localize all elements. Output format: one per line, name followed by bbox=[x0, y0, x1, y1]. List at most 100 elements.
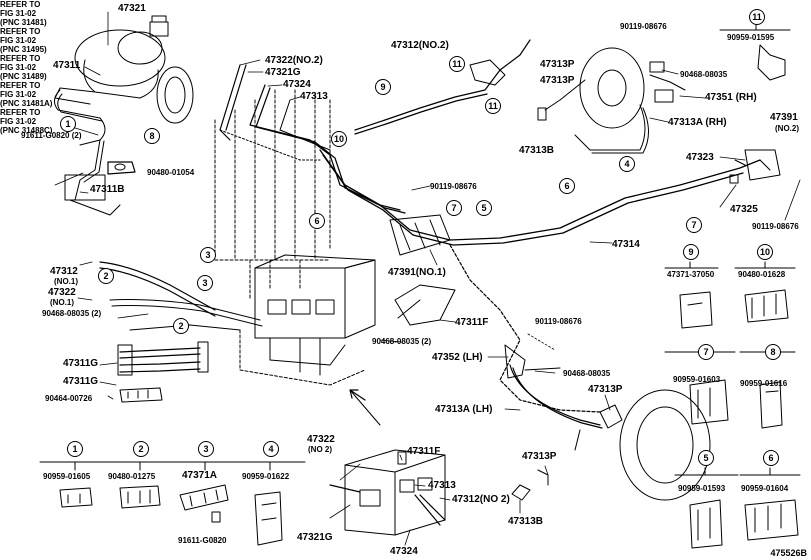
refer-31495-line1[interactable]: REFER TO bbox=[0, 27, 41, 36]
part-90959-01616[interactable]: 90959-01616 bbox=[740, 379, 788, 388]
part-47313p-a[interactable]: 47313P bbox=[540, 59, 575, 70]
part-90959-01593[interactable]: 90959-01593 bbox=[678, 484, 726, 493]
part-47322-b[interactable]: 47322 bbox=[307, 434, 335, 445]
callout-2c: 2 bbox=[133, 441, 149, 457]
callout-3a: 3 bbox=[200, 247, 216, 263]
part-90959-01604[interactable]: 90959-01604 bbox=[741, 484, 789, 493]
part-47311f-a[interactable]: 47311F bbox=[455, 317, 489, 328]
part-90468-08035-b[interactable]: 90468-08035 bbox=[563, 369, 611, 378]
part-90468-08035-a[interactable]: 90468-08035 bbox=[680, 70, 728, 79]
part-47311b[interactable]: 47311B bbox=[90, 184, 125, 195]
part-47322-no2[interactable]: 47322(NO.2) bbox=[265, 55, 323, 66]
part-47313a-lh[interactable]: 47313A (LH) bbox=[435, 404, 493, 415]
part-47324[interactable]: 47324 bbox=[283, 79, 311, 90]
part-47314[interactable]: 47314 bbox=[612, 239, 640, 250]
part-47313-b[interactable]: 47313 bbox=[428, 480, 456, 491]
part-47321g[interactable]: 47321G bbox=[265, 67, 301, 78]
callout-9a: 9 bbox=[375, 79, 391, 95]
refer-31481-line1[interactable]: REFER TO bbox=[0, 0, 41, 9]
part-47312-no1[interactable]: 47312 bbox=[50, 266, 78, 277]
part-47325[interactable]: 47325 bbox=[730, 204, 758, 215]
part-47311[interactable]: 47311 bbox=[53, 60, 81, 71]
part-47311g-b[interactable]: 47311G bbox=[63, 376, 99, 387]
part-47311g-a[interactable]: 47311G bbox=[63, 358, 99, 369]
part-90468-08035-2b[interactable]: 90468-08035 (2) bbox=[372, 337, 432, 346]
callout-10a: 10 bbox=[331, 131, 347, 147]
part-47313p-d[interactable]: 47313P bbox=[522, 451, 557, 462]
refer-31481-line2[interactable]: FIG 31-02 bbox=[0, 9, 37, 18]
callout-4b: 4 bbox=[263, 441, 279, 457]
part-47313a-rh[interactable]: 47313A (RH) bbox=[668, 117, 727, 128]
part-90959-01595[interactable]: 90959-01595 bbox=[727, 33, 775, 42]
part-47313b-a[interactable]: 47313B bbox=[519, 145, 555, 156]
part-47311f-b[interactable]: 47311F bbox=[407, 446, 441, 457]
callout-3b: 3 bbox=[197, 275, 213, 291]
callout-11c: 11 bbox=[749, 9, 765, 25]
part-90959-01622[interactable]: 90959-01622 bbox=[242, 472, 290, 481]
part-47391-no1[interactable]: 47391(NO.1) bbox=[388, 267, 446, 278]
part-47391-no2[interactable]: 47391 bbox=[770, 112, 798, 123]
callout-7c: 7 bbox=[698, 344, 714, 360]
refer-31488c-line3[interactable]: (PNC 31488C) bbox=[0, 126, 53, 135]
part-47371a[interactable]: 47371A bbox=[182, 470, 218, 481]
refer-31481a-line1[interactable]: REFER TO bbox=[0, 81, 41, 90]
part-47351-rh[interactable]: 47351 (RH) bbox=[705, 92, 757, 103]
callout-6a: 6 bbox=[309, 213, 325, 229]
part-47323[interactable]: 47323 bbox=[686, 152, 714, 163]
refer-31489-line3[interactable]: (PNC 31489) bbox=[0, 72, 47, 81]
part-90119-08676-c[interactable]: 90119-08676 bbox=[430, 182, 477, 191]
refer-31481-line3[interactable]: (PNC 31481) bbox=[0, 18, 47, 27]
callout-3c: 3 bbox=[198, 441, 214, 457]
callout-6c: 6 bbox=[763, 450, 779, 466]
abs-actuator-drawing bbox=[239, 254, 376, 386]
callout-7a: 7 bbox=[446, 200, 462, 216]
callout-6b: 6 bbox=[559, 178, 575, 194]
figure-id: 475526B bbox=[770, 548, 807, 558]
callout-8: 8 bbox=[144, 128, 160, 144]
part-91611-g0820[interactable]: 91611-G0820 bbox=[178, 536, 227, 545]
callout-11a: 11 bbox=[449, 56, 465, 72]
refer-31495-line2[interactable]: FIG 31-02 bbox=[0, 36, 37, 45]
part-90119-08676-d[interactable]: 90119-08676 bbox=[535, 317, 582, 326]
refer-31489-line2[interactable]: FIG 31-02 bbox=[0, 63, 37, 72]
part-47352-lh[interactable]: 47352 (LH) bbox=[432, 352, 483, 363]
part-47324-b[interactable]: 47324 bbox=[390, 546, 418, 557]
part-90464-00726[interactable]: 90464-00726 bbox=[45, 394, 93, 403]
part-47322-no1-sub: (NO.1) bbox=[50, 298, 74, 307]
callout-1b: 1 bbox=[67, 441, 83, 457]
part-47322-b-sub: (NO 2) bbox=[308, 445, 332, 454]
part-90480-01054[interactable]: 90480-01054 bbox=[147, 168, 195, 177]
refer-31495-line3[interactable]: (PNC 31495) bbox=[0, 45, 47, 54]
part-90119-08676-b[interactable]: 90119-08676 bbox=[752, 222, 799, 231]
part-90480-01275[interactable]: 90480-01275 bbox=[108, 472, 156, 481]
part-90119-08676-a[interactable]: 90119-08676 bbox=[620, 22, 667, 31]
part-47313[interactable]: 47313 bbox=[300, 91, 328, 102]
part-47391-no2-sub: (NO.2) bbox=[775, 124, 799, 133]
part-47313p-c[interactable]: 47313P bbox=[588, 384, 623, 395]
part-47312-no2-b[interactable]: 47312(NO 2) bbox=[452, 494, 510, 505]
part-47371-37050[interactable]: 47371-37050 bbox=[667, 270, 715, 279]
refer-31488c-line1[interactable]: REFER TO bbox=[0, 108, 41, 117]
refer-31481a-line2[interactable]: FIG 31-02 bbox=[0, 90, 37, 99]
part-47312-no1-sub: (NO.1) bbox=[54, 277, 78, 286]
part-47321g-b[interactable]: 47321G bbox=[297, 532, 333, 543]
refer-31481a-line3[interactable]: (PNC 31481A) bbox=[0, 99, 53, 108]
part-91611-g0820-2[interactable]: 91611-G0820 (2) bbox=[21, 131, 82, 140]
callout-10b: 10 bbox=[757, 244, 773, 260]
refer-31489-line1[interactable]: REFER TO bbox=[0, 54, 41, 63]
part-47313b-b[interactable]: 47313B bbox=[508, 516, 544, 527]
callout-2a: 2 bbox=[98, 268, 114, 284]
part-90959-01603[interactable]: 90959-01603 bbox=[673, 375, 721, 384]
part-47321[interactable]: 47321 bbox=[118, 3, 146, 14]
part-90480-01628[interactable]: 90480-01628 bbox=[738, 270, 786, 279]
part-47312-no2[interactable]: 47312(NO.2) bbox=[391, 40, 449, 51]
callout-5b: 5 bbox=[698, 450, 714, 466]
callout-9b: 9 bbox=[683, 244, 699, 260]
part-90959-01605[interactable]: 90959-01605 bbox=[43, 472, 91, 481]
refer-31488c-line2[interactable]: FIG 31-02 bbox=[0, 117, 37, 126]
part-47322-no1[interactable]: 47322 bbox=[48, 287, 76, 298]
part-90468-08035-2a[interactable]: 90468-08035 (2) bbox=[42, 309, 102, 318]
part-47313p-b[interactable]: 47313P bbox=[540, 75, 575, 86]
